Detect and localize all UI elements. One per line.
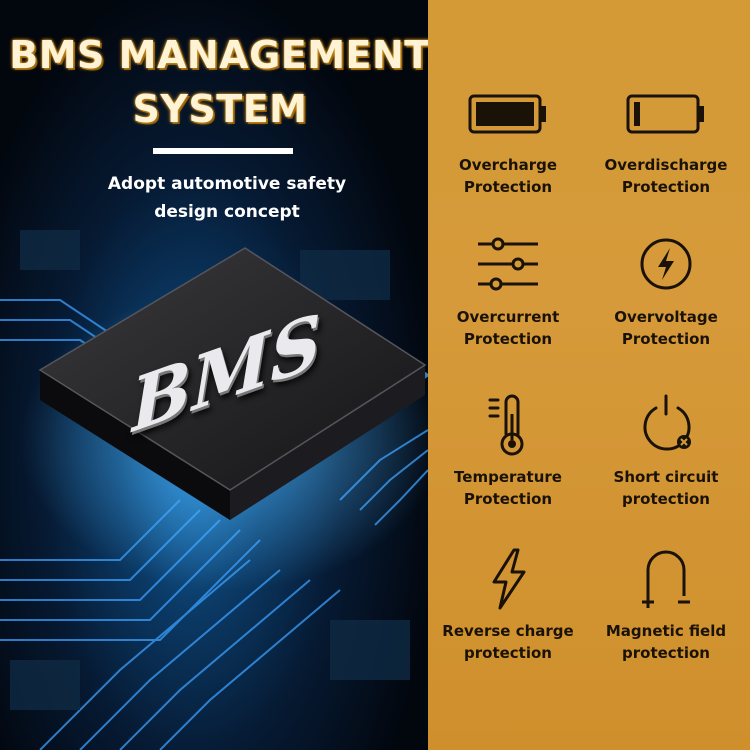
feature-label: Temperature Protection [454,468,562,508]
feature-label: Reverse charge protection [442,622,574,662]
empty-battery-icon [626,94,704,134]
feature-overvoltage: Overvoltage Protection [586,234,746,350]
feature-label: Magnetic field protection [605,622,727,662]
feature-temperature: Temperature Protection [428,394,588,510]
feature-label: Overcharge Protection [458,156,558,196]
thermometer-icon [488,394,524,456]
feature-label: Overvoltage Protection [614,308,718,348]
feature-magnetic-field: Magnetic field protection [586,548,746,664]
magnet-icon [642,550,690,608]
sliders-icon [478,237,538,291]
full-battery-icon [468,94,546,134]
feature-overdischarge: Overdischarge Protection [586,82,746,198]
tagline: Adopt automotive safety design concept [107,174,347,222]
title-underline [153,148,293,154]
feature-overcurrent: Overcurrent Protection [428,234,588,350]
features-panel: Overcharge Protection Overdischarge Prot… [428,0,750,750]
lightning-circle-icon [640,238,692,290]
feature-label: Short circuit protection [613,468,719,508]
page-title: BMS MANAGEMENT SYSTEM [9,33,428,131]
power-short-icon [643,394,691,451]
feature-reverse-charge: Reverse charge protection [428,548,588,664]
circuit-board-illustration [0,230,428,750]
feature-label: Overcurrent Protection [456,308,560,348]
feature-label: Overdischarge Protection [604,156,728,196]
feature-overcharge: Overcharge Protection [428,82,588,198]
lightning-bolt-icon [492,548,526,610]
feature-short-circuit: Short circuit protection [586,394,746,510]
hero-image-panel: BMS BMS MANAGEMENT SYSTEM Adopt automoti… [0,0,428,750]
